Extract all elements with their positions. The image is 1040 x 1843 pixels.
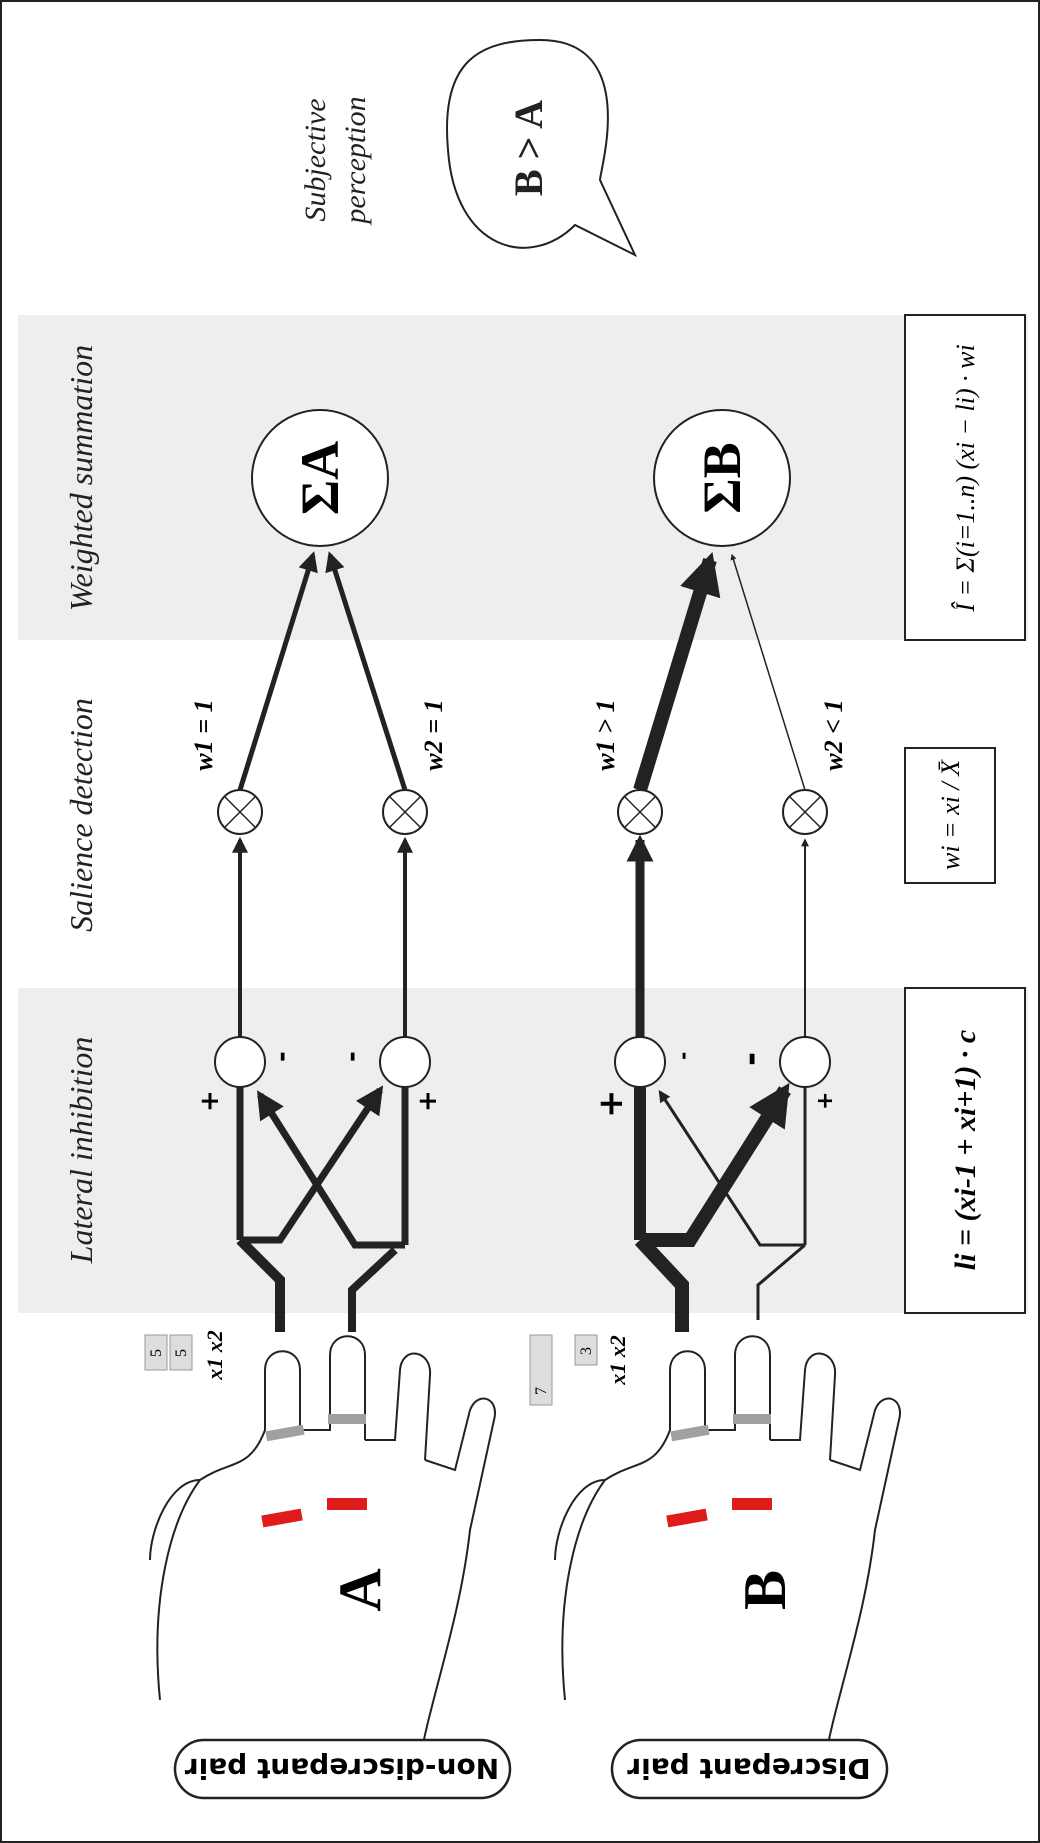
ring-red-b1	[666, 1508, 708, 1528]
plus-a1: +	[195, 1090, 225, 1112]
stage-title-subjective-2: perception	[339, 96, 372, 225]
hand-letter-b: B	[732, 1570, 798, 1610]
sum-node-b	[653, 409, 791, 547]
input-a2	[348, 1247, 398, 1332]
ring-gray-b2	[733, 1414, 771, 1424]
weight-label-b1: w1 > 1	[591, 699, 620, 770]
input-boxes-a: 5 5 x1 x2	[144, 1330, 227, 1381]
tag-b-text: Discrepant pair	[627, 1752, 870, 1785]
plus-b2: +	[813, 1092, 838, 1110]
formula-sum: Î = Σ(i=1..n) (xi − li) · wi	[951, 344, 980, 612]
box-b-x2: 3	[578, 1347, 595, 1355]
multiplier-b1	[617, 789, 663, 835]
axis-label-a: x1 x2	[202, 1330, 227, 1381]
ring-red-b2	[732, 1498, 772, 1510]
band-lateral-inhibition	[18, 988, 1028, 1313]
hand-a	[149, 1335, 497, 1761]
neuron-a1	[214, 1036, 266, 1088]
ring-red-a2	[327, 1498, 367, 1510]
box-b-x1: 7	[533, 1387, 550, 1395]
input-boxes-b: 7 3 x1 x2	[529, 1334, 630, 1406]
tag-a-text: Non-discrepant pair	[185, 1752, 499, 1785]
input-a1	[236, 1236, 285, 1332]
weight-label-a2: w2 = 1	[419, 699, 448, 770]
formula-lateral-box: li = (xi-1 + xi+1) · c	[904, 987, 1026, 1314]
sum-label-a: ΣA	[290, 441, 350, 515]
multiplier-b2	[782, 789, 828, 835]
minus-b2: -	[731, 1052, 771, 1066]
multiplier-a1	[217, 789, 263, 835]
formula-weight-box: wi = xi / X̄	[904, 747, 996, 884]
box-a-x2: 5	[173, 1349, 190, 1357]
sum-node-a	[251, 409, 389, 547]
minus-a1: -	[267, 1051, 297, 1062]
ring-gray-b1	[670, 1424, 710, 1442]
axis-label-b: x1 x2	[605, 1335, 630, 1386]
neuron-b1	[614, 1036, 666, 1088]
plus-a2: +	[413, 1090, 443, 1112]
box-a-x1: 5	[148, 1349, 165, 1357]
neuron-a2	[379, 1036, 431, 1088]
weight-label-a1: w1 = 1	[189, 699, 218, 770]
stage-title-subjective-1: Subjective	[299, 98, 332, 221]
perception-text: B > A	[506, 100, 551, 196]
stage-title-salience: Salience detection	[63, 698, 99, 932]
formula-lateral: li = (xi-1 + xi+1) · c	[949, 1030, 982, 1270]
tag-b: Discrepant pair	[610, 1738, 889, 1800]
sum-label-b: ΣB	[692, 442, 752, 513]
plus-b1: +	[591, 1090, 631, 1119]
stage-title-weighted: Weighted summation	[63, 345, 99, 611]
formula-weight: wi = xi / X̄	[936, 759, 965, 870]
minus-b1: -	[671, 1052, 695, 1060]
multiplier-a2	[382, 789, 428, 835]
ring-gray-a1	[265, 1424, 305, 1442]
ring-gray-a2	[328, 1414, 366, 1424]
ring-red-a1	[261, 1508, 303, 1528]
stage-title-lateral: Lateral inhibition	[63, 1037, 99, 1265]
minus-a2: -	[337, 1051, 367, 1062]
weight-label-b2: w2 < 1	[819, 699, 848, 770]
perception-bubble: B > A	[446, 38, 638, 258]
tag-a: Non-discrepant pair	[173, 1738, 512, 1800]
hand-b	[554, 1335, 902, 1761]
hand-letter-a: A	[327, 1568, 393, 1611]
neuron-b2	[779, 1036, 831, 1088]
band-weighted-summation	[18, 315, 1028, 640]
formula-sum-box: Î = Σ(i=1..n) (xi − li) · wi	[904, 314, 1026, 641]
